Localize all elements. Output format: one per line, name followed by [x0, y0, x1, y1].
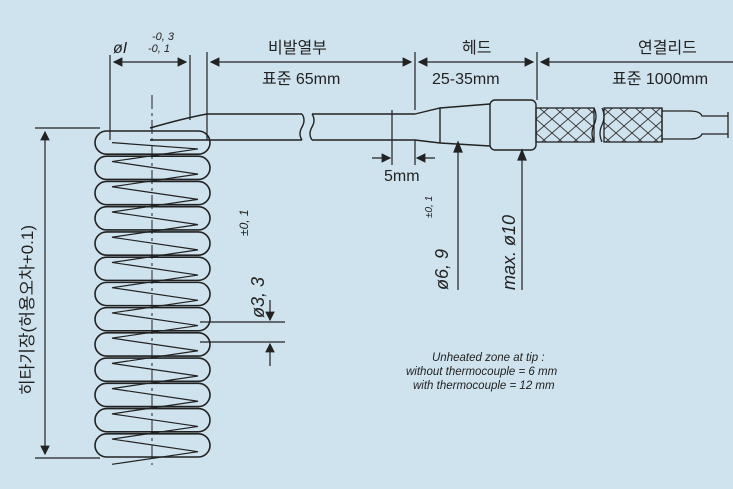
note-line-2: without thermocouple = 6 mm [406, 366, 558, 378]
section-dimensions [206, 52, 733, 140]
max-diameter-leader [517, 148, 527, 290]
coil-outer-diameter-dimension [109, 55, 191, 140]
head-title: 헤드 [462, 39, 491, 57]
wire-diameter-tolerance: ±0, 1 [237, 209, 251, 236]
tube-diameter-leader [453, 140, 463, 290]
five-mm-dimension [372, 110, 435, 165]
coil-length-label: 히타기장(허용오차+0.1) [18, 225, 37, 395]
five-mm-label: 5mm [384, 168, 420, 185]
coil-tail [149, 113, 208, 141]
max-diameter: max. ø10 [499, 215, 519, 290]
lead-standard: 표준 1000mm [612, 71, 708, 88]
coil-length-dimension [35, 127, 100, 459]
braided-lead [535, 107, 729, 143]
tube-diameter-tolerance: ±0, 1 [424, 196, 435, 218]
phi-i-label: øI [113, 40, 128, 57]
head-length: 25-35mm [432, 71, 500, 88]
wire-diameter-dimension [200, 300, 285, 366]
wire-diameter: ø3, 3 [248, 277, 268, 318]
tube-diameter: ø6, 9 [432, 249, 452, 290]
note-line-3: with thermocouple = 12 mm [413, 380, 555, 392]
head [414, 99, 537, 151]
tolerance-upper: -0, 3 [152, 31, 175, 43]
unheated-zone-standard: 표준 65mm [262, 71, 340, 88]
note-line-1: Unheated zone at tip : [432, 352, 545, 364]
coil-zigzag [111, 142, 199, 465]
lead-title: 연결리드 [638, 39, 697, 57]
unheated-zone-title: 비발열부 [268, 39, 327, 57]
unheated-tube [207, 113, 415, 141]
tolerance-lower: -0, 1 [148, 43, 170, 55]
